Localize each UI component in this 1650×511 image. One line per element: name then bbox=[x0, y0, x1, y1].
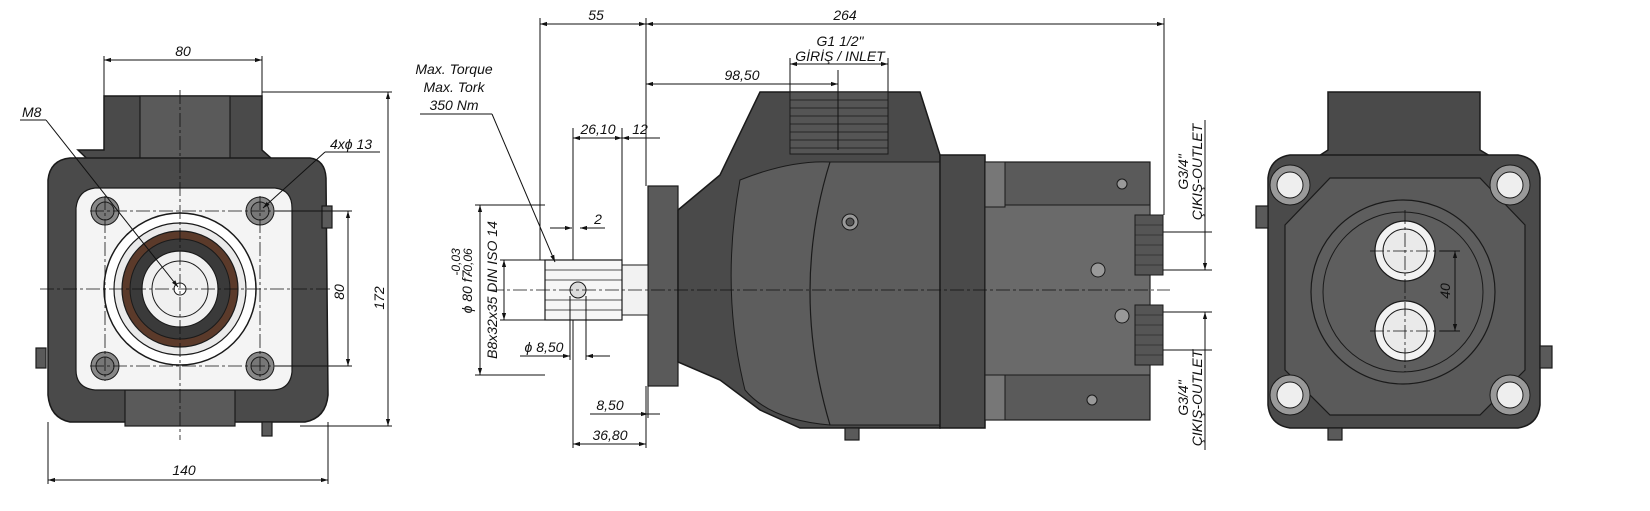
rear-bolts bbox=[1269, 164, 1531, 416]
dim-40: 40 bbox=[1437, 283, 1453, 299]
outlet-thread-1: G3/4" bbox=[1175, 153, 1191, 189]
dim-26-10: 26,10 bbox=[579, 121, 615, 137]
dim-264: 264 bbox=[832, 7, 857, 23]
torque-line-2: Max. Tork bbox=[424, 79, 486, 95]
inlet-thread: G1 1/2" bbox=[817, 33, 865, 49]
torque-line-1: Max. Torque bbox=[415, 61, 493, 77]
outlet-label-2: ÇIKIŞ-OUTLET bbox=[1189, 348, 1205, 446]
dim-98-50: 98,50 bbox=[724, 67, 759, 83]
rear-view: 40 bbox=[1255, 91, 1553, 441]
front-view: 80 M8 4xϕ 13 80 172 140 bbox=[20, 43, 392, 484]
dim-36-80: 36,80 bbox=[592, 427, 627, 443]
dim-12: 12 bbox=[632, 121, 648, 137]
holes-label: 4xϕ 13 bbox=[330, 136, 372, 152]
inlet-label: GİRİŞ / INLET bbox=[795, 48, 886, 64]
dim-dia-8-50: ϕ 8,50 bbox=[525, 339, 564, 355]
dim-172: 172 bbox=[371, 286, 387, 310]
torque-line-3: 350 Nm bbox=[429, 97, 478, 113]
dim-8-50: 8,50 bbox=[596, 397, 623, 413]
outlet-thread-2: G3/4" bbox=[1175, 379, 1191, 415]
dim-80-top: 80 bbox=[175, 43, 191, 59]
shaft-dia: ϕ 80 f7 bbox=[459, 269, 475, 313]
thread-label: M8 bbox=[22, 104, 42, 120]
dim-55: 55 bbox=[588, 7, 604, 23]
shaft-tol-lower: -0,06 bbox=[461, 248, 475, 276]
shaft-tol-upper: -0,03 bbox=[449, 248, 463, 276]
side-view: 55 264 G1 1/2" GİRİŞ / INLET 98,50 Max. … bbox=[415, 7, 1212, 450]
dim-140: 140 bbox=[172, 462, 196, 478]
spline-label: B8x32x35 DIN ISO 14 bbox=[484, 221, 500, 359]
dim-2: 2 bbox=[593, 211, 602, 227]
outlet-label-1: ÇIKIŞ-OUTLET bbox=[1189, 122, 1205, 220]
dim-80-side: 80 bbox=[331, 284, 347, 300]
